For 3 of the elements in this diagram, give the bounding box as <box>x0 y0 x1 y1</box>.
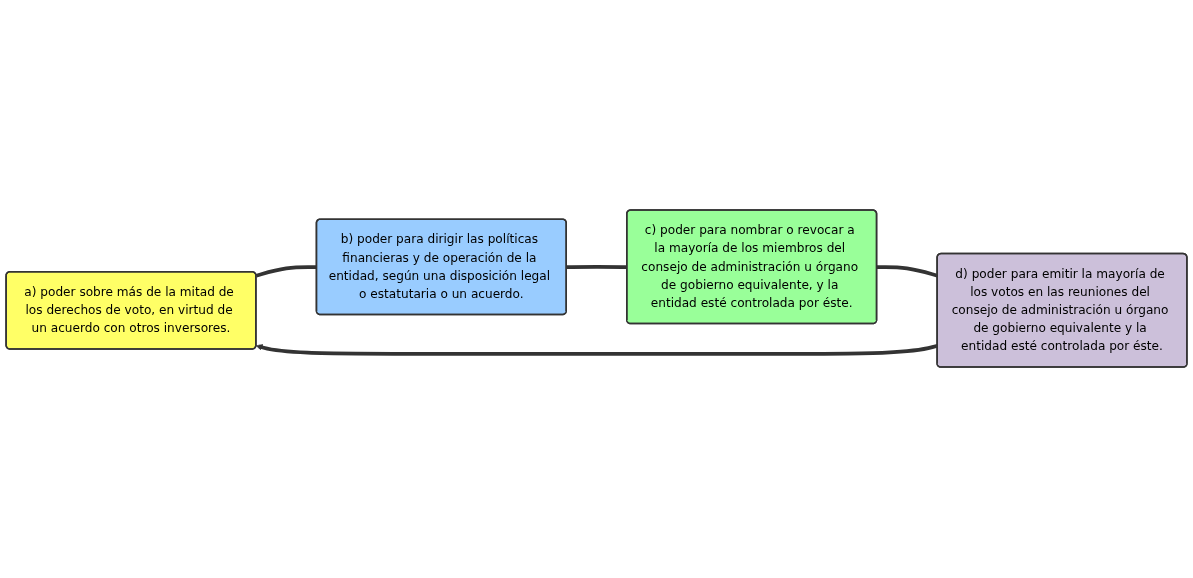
connector <box>255 265 317 278</box>
arrow <box>255 344 938 357</box>
connector <box>876 265 938 278</box>
